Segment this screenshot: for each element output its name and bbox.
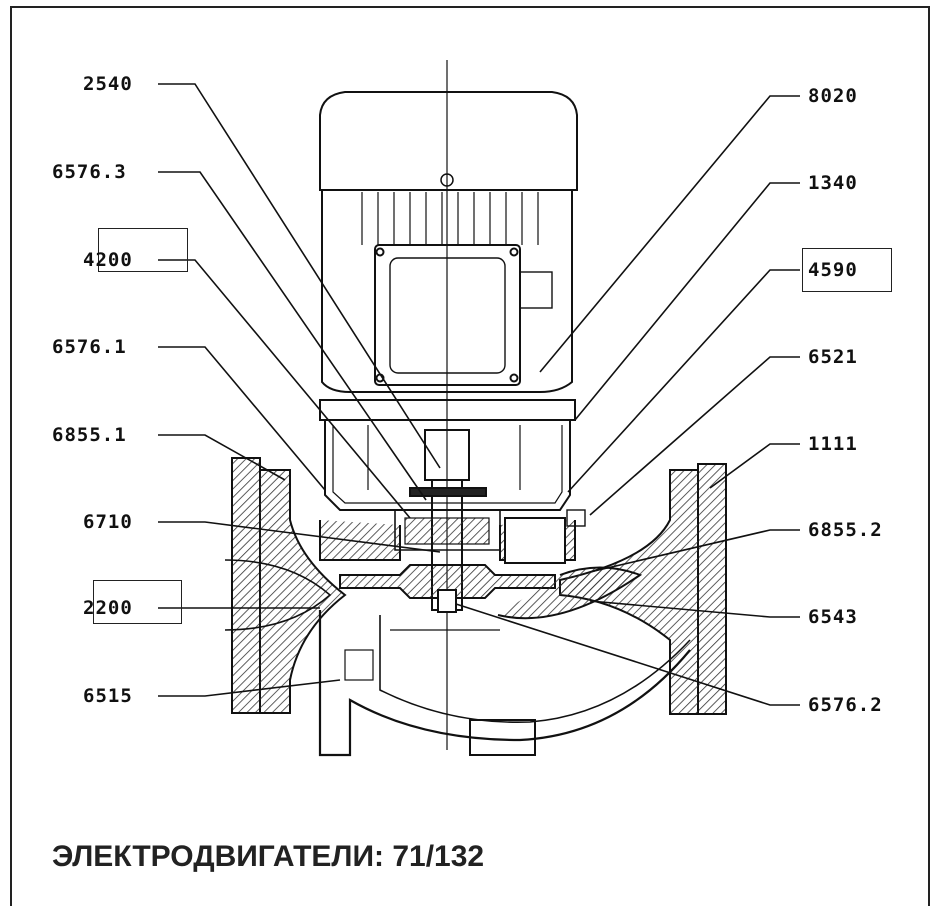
caption-motors: ЭЛЕКТРОДВИГАТЕЛИ: 71/132 bbox=[52, 840, 485, 873]
lantern-bracket bbox=[324, 420, 571, 511]
label-box-4200 bbox=[98, 228, 188, 272]
outlet-flange bbox=[697, 463, 727, 715]
part-label-1111: 1111 bbox=[808, 433, 858, 455]
pump-foot bbox=[469, 719, 536, 756]
terminal-box bbox=[374, 244, 521, 386]
part-label-6710: 6710 bbox=[83, 511, 133, 533]
part-label-6521: 6521 bbox=[808, 346, 858, 368]
part-label-6576-2: 6576.2 bbox=[808, 694, 883, 716]
part-label-6855-1: 6855.1 bbox=[52, 424, 127, 446]
part-label-6515: 6515 bbox=[83, 685, 133, 707]
part-label-4590: 4590 bbox=[808, 259, 858, 281]
part-label-6543: 6543 bbox=[808, 606, 858, 628]
part-label-2200: 2200 bbox=[83, 597, 133, 619]
label-box-2200 bbox=[93, 580, 182, 624]
label-box-4590 bbox=[802, 248, 892, 292]
part-label-4200: 4200 bbox=[83, 249, 133, 271]
part-label-6576-3: 6576.3 bbox=[52, 161, 127, 183]
drawing-frame bbox=[10, 6, 930, 906]
part-label-6855-2: 6855.2 bbox=[808, 519, 883, 541]
part-label-8020: 8020 bbox=[808, 85, 858, 107]
pump-casing bbox=[318, 610, 691, 757]
part-label-6576-1: 6576.1 bbox=[52, 336, 127, 358]
inlet-flange bbox=[231, 457, 261, 714]
motor-body bbox=[321, 189, 573, 393]
part-label-2540: 2540 bbox=[83, 73, 133, 95]
motor-fan-cover bbox=[319, 91, 578, 191]
part-label-1340: 1340 bbox=[808, 172, 858, 194]
